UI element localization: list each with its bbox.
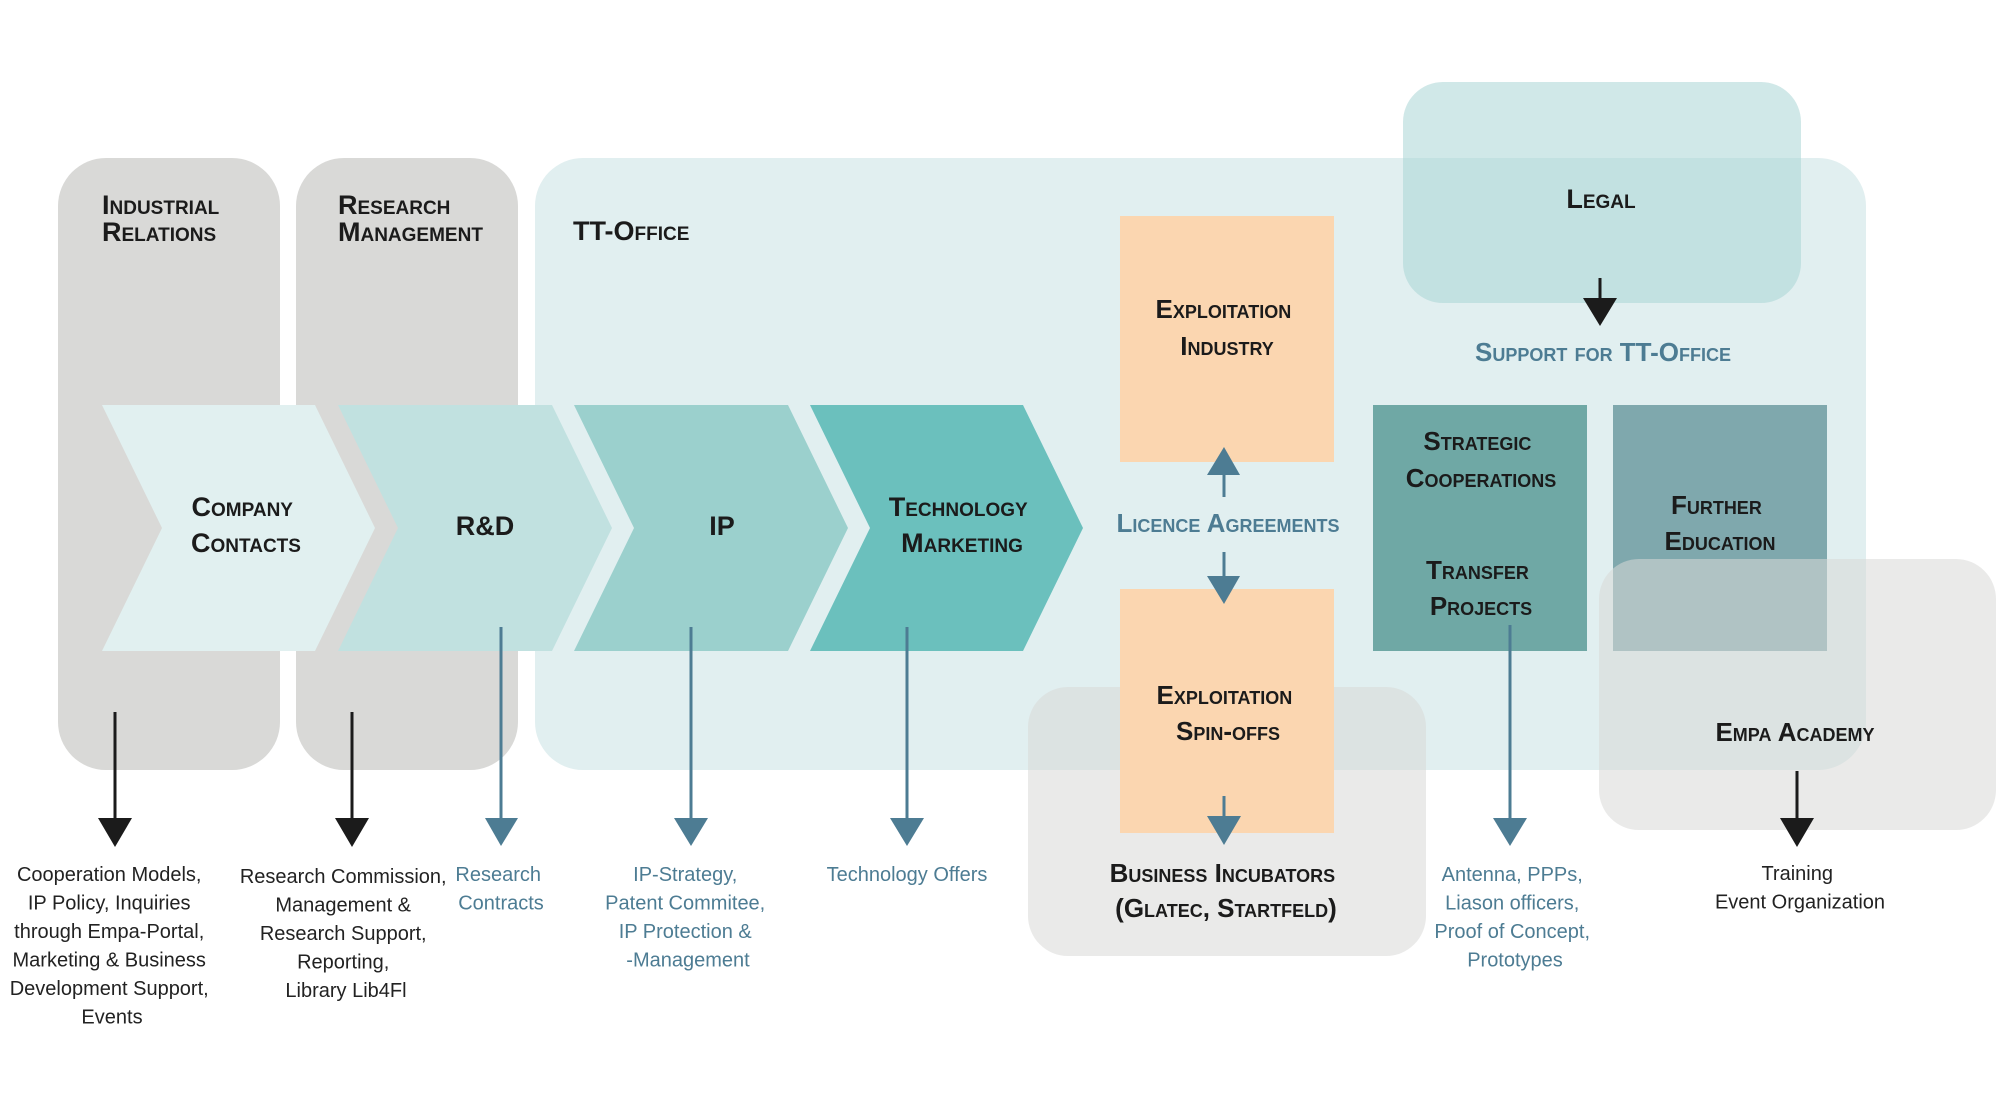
chevron-ip-label: IP: [709, 511, 735, 541]
empa-academy-notes: Training Event Organization: [1715, 863, 1885, 914]
tt-office-title: TT-Office: [573, 216, 689, 246]
ip-arrow-head-icon: [674, 818, 708, 846]
chevron-technology-marketing-label: Technology Marketing: [889, 492, 1035, 558]
transfer-notes: Antenna, PPPs, Liason officers, Proof of…: [1434, 864, 1595, 972]
industrial-relations-arrow-head-icon: [98, 818, 132, 847]
chevron-company-contacts-label: Company Contacts: [191, 492, 301, 558]
spinoffs-arrow-head-icon: [1207, 816, 1241, 845]
transfer-arrow-head-icon: [1493, 818, 1527, 846]
industrial-relations-title: Industrial Relations: [102, 190, 227, 247]
exploitation-industry-label: Exploitation Industry: [1156, 294, 1299, 361]
empa-academy-panel: [1599, 559, 1996, 830]
ip-notes: IP-Strategy, Patent Commitee, IP Protect…: [605, 864, 771, 972]
exploitation-spinoffs-box[interactable]: [1120, 589, 1334, 833]
chevron-technology-marketing[interactable]: [810, 405, 1083, 651]
licence-agreements-label: Licence Agreements: [1117, 508, 1340, 538]
research-management-title: Research Management: [338, 190, 483, 247]
exploitation-spinoffs-label: Exploitation Spin-offs: [1157, 680, 1300, 746]
exploitation-industry-box[interactable]: [1120, 216, 1334, 462]
transfer-projects-label: Transfer Projects: [1426, 555, 1536, 621]
strategic-cooperations-box[interactable]: [1373, 405, 1587, 651]
chevron-ip[interactable]: [574, 405, 848, 651]
research-management-notes: Research Commission, Management & Resear…: [240, 866, 452, 1002]
chevron-rnd-label: R&D: [456, 511, 515, 541]
rnd-notes: Research Contracts: [455, 864, 546, 915]
support-for-tt-office-label: Support for TT-Office: [1475, 337, 1731, 367]
business-incubators-label: Business Incubators (Glatec, Startfeld): [1110, 858, 1343, 923]
empa-academy-arrow-head-icon: [1780, 818, 1814, 847]
chevron-company-contacts[interactable]: [102, 405, 375, 651]
chevron-rnd[interactable]: [338, 405, 612, 651]
empa-academy-label: Empa Academy: [1715, 717, 1874, 747]
rnd-arrow-head-icon: [485, 818, 518, 846]
technology-marketing-arrow-head-icon: [890, 818, 924, 846]
legal-panel: [1403, 82, 1801, 303]
strategic-cooperations-label: Strategic Cooperations: [1406, 426, 1556, 493]
research-management-arrow-head-icon: [335, 818, 369, 847]
further-education-label: Further Education: [1665, 490, 1776, 556]
licence-down-arrow-head-icon: [1207, 576, 1240, 604]
legal-arrow-head-icon: [1583, 298, 1617, 326]
technology-marketing-notes: Technology Offers: [827, 864, 988, 886]
licence-up-arrow-head-icon: [1207, 447, 1240, 475]
industrial-relations-notes: Cooperation Models, IP Policy, Inquiries…: [10, 864, 215, 1029]
legal-title: Legal: [1566, 184, 1636, 214]
